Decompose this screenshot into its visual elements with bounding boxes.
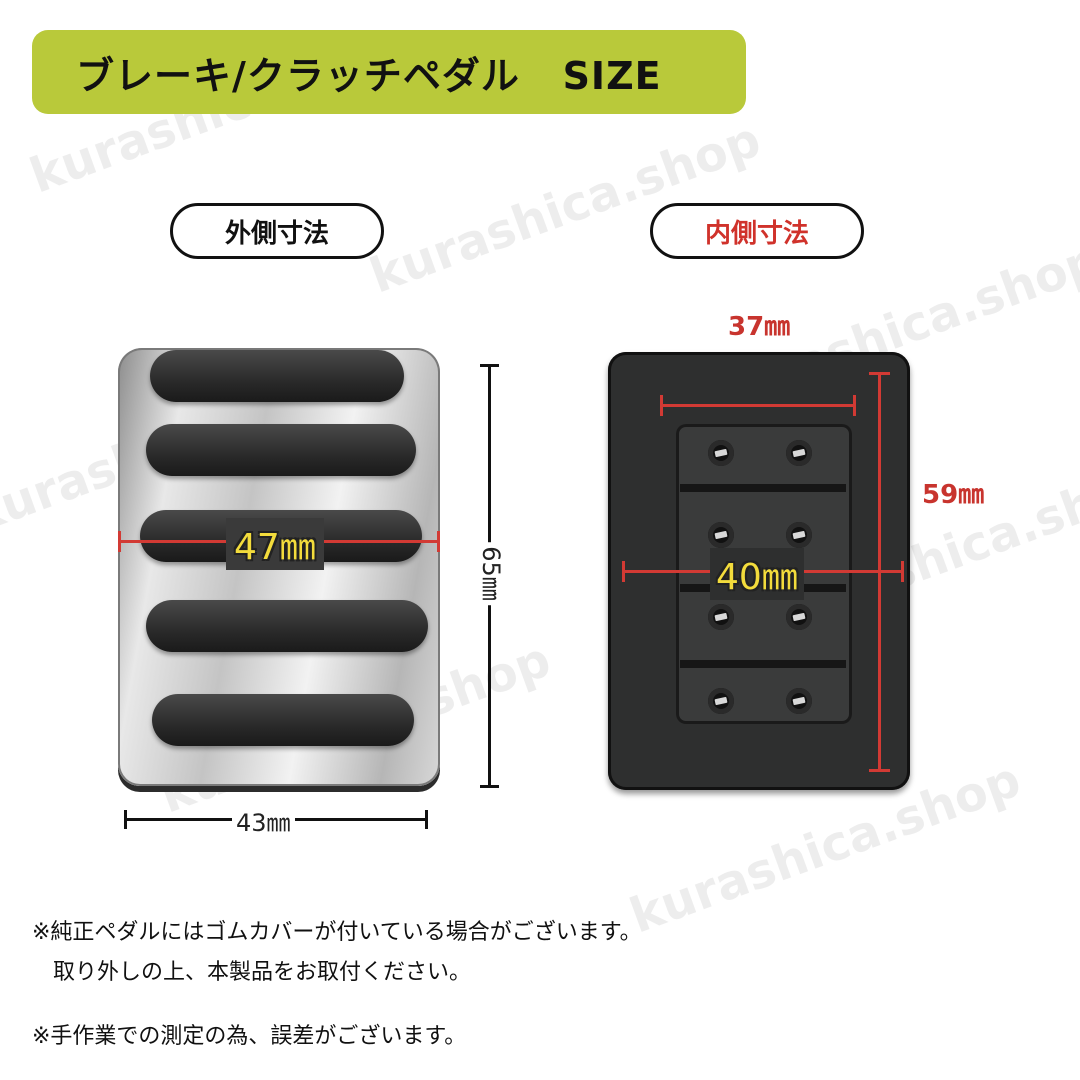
mount-hole: [708, 522, 734, 548]
pedal-rubber-bar: [146, 424, 416, 476]
mount-hole: [708, 440, 734, 466]
banner-title: ブレーキ/クラッチペダル SIZE: [76, 53, 662, 98]
outer-height-label: 65㎜: [475, 542, 511, 605]
mount-hole: [708, 604, 734, 630]
outer-width-label: 47㎜: [226, 518, 324, 570]
inner-top-width-label: 37㎜: [728, 312, 791, 342]
inner-dimension-pill: 内側寸法: [650, 203, 864, 259]
mount-hole: [786, 688, 812, 714]
note-remove-install: 取り外しの上、本製品をお取付ください。: [32, 960, 471, 985]
inner-rib: [680, 660, 846, 668]
mount-hole: [786, 440, 812, 466]
pedal-rubber-bar: [150, 350, 404, 402]
note-measurement-error: ※手作業での測定の為、誤差がございます。: [32, 1024, 467, 1049]
size-banner: ブレーキ/クラッチペダル SIZE: [32, 30, 746, 114]
inner-rib: [680, 484, 846, 492]
pedal-rubber-bar: [146, 600, 428, 652]
inner-width-label: 40㎜: [710, 548, 804, 600]
inner-top-width-line: [660, 395, 856, 416]
mount-hole: [786, 522, 812, 548]
outer-bottom-width-label: 43㎜: [232, 803, 295, 838]
inner-height-label: 59㎜: [922, 480, 985, 510]
note-rubber-cover: ※純正ペダルにはゴムカバーが付いている場合がございます。: [32, 920, 642, 945]
outer-dimension-pill: 外側寸法: [170, 203, 384, 259]
mount-hole: [708, 688, 734, 714]
pedal-rubber-bar: [152, 694, 414, 746]
mount-hole: [786, 604, 812, 630]
